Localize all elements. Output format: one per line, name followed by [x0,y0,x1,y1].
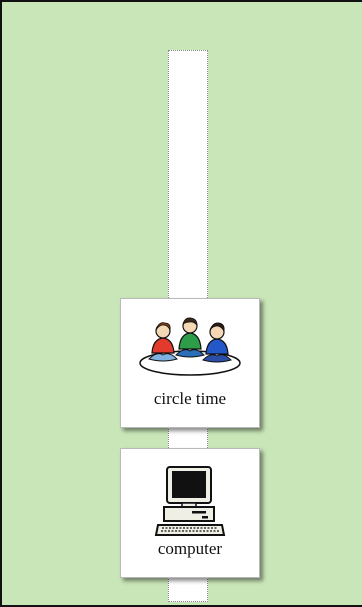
circle-time-icon [121,315,259,377]
computer-icon [121,465,259,527]
card-label: computer [121,539,259,559]
card-label: circle time [121,389,259,409]
schedule-card-circle-time[interactable]: circle time [120,298,260,428]
schedule-card-computer[interactable]: computer [120,448,260,578]
